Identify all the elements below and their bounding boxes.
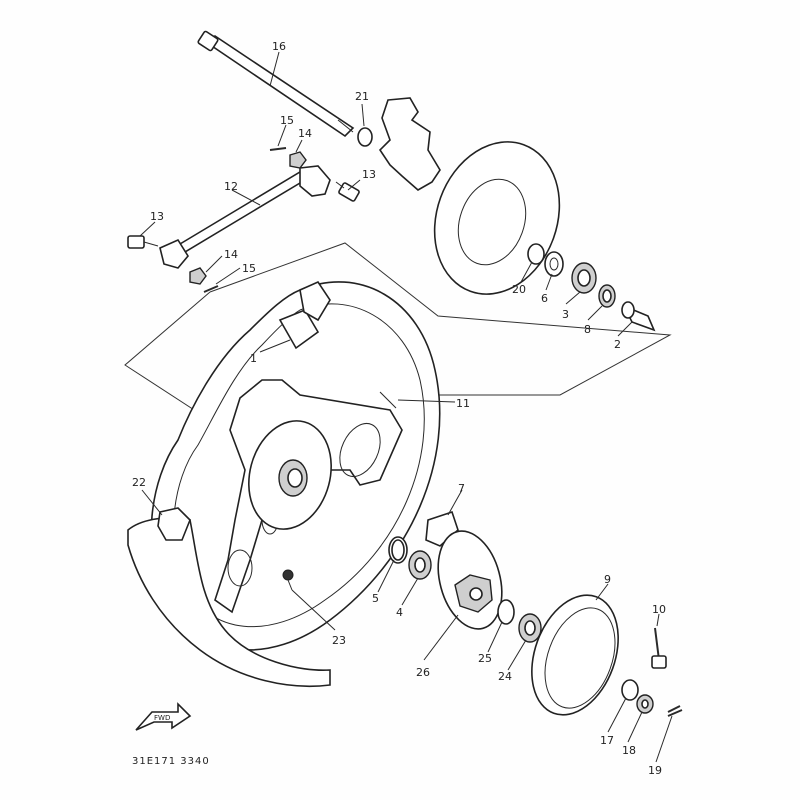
speedometer-drive-26: [437, 530, 503, 630]
part-label-15a: 15: [280, 114, 294, 127]
circlip-25: [497, 599, 515, 625]
part-label-2: 2: [614, 338, 621, 351]
part-label-9: 9: [604, 573, 611, 586]
part-label-6: 6: [541, 292, 548, 305]
brake-ring-9: [531, 594, 619, 716]
seal-6: [544, 251, 564, 277]
cotter-pin-19: [667, 705, 683, 717]
part-label-13b: 13: [150, 210, 164, 223]
part-label-20: 20: [512, 283, 526, 296]
nut-14-lower: [189, 267, 207, 285]
part-label-4: 4: [396, 606, 403, 619]
pin-15-upper: [269, 147, 287, 151]
brake-disc: [433, 141, 561, 295]
part-label-26: 26: [416, 666, 430, 679]
part-label-7: 7: [458, 482, 465, 495]
bolt-10: [651, 627, 667, 669]
part-label-19: 19: [648, 764, 662, 777]
washer-17: [621, 679, 639, 701]
part-label-3: 3: [562, 308, 569, 321]
part-label-5: 5: [372, 592, 379, 605]
part-label-22: 22: [132, 476, 146, 489]
part-label-15b: 15: [242, 262, 256, 275]
part-label-18: 18: [622, 744, 636, 757]
drawing-code: 31E171 3340: [132, 756, 210, 767]
collar-2: [621, 301, 656, 332]
part-label-14a: 14: [298, 127, 312, 140]
part-label-23: 23: [332, 634, 346, 647]
part-label-13a: 13: [362, 168, 376, 181]
tire-22: [127, 507, 331, 688]
part-label-10: 10: [652, 603, 666, 616]
part-label-8: 8: [584, 323, 591, 336]
bolt-13-left: [127, 235, 159, 249]
forward-label: FWD: [154, 714, 170, 722]
cast-wheel-1: [150, 280, 441, 651]
bolt-13-right: [335, 181, 360, 202]
axle-16: [197, 30, 355, 138]
part-label-24: 24: [498, 670, 512, 683]
valve-23: [282, 569, 294, 591]
nut-18: [636, 694, 654, 714]
part-label-12: 12: [224, 180, 238, 193]
part-label-16: 16: [272, 40, 286, 53]
leader-lines: [139, 51, 673, 763]
caliper-bracket: [378, 97, 441, 191]
forward-arrow-icon: FWD: [135, 702, 192, 731]
part-label-21: 21: [355, 90, 369, 103]
part-label-11: 11: [456, 397, 470, 410]
part-label-25: 25: [478, 652, 492, 665]
part-label-17: 17: [600, 734, 614, 747]
spacer-20: [527, 243, 545, 265]
axle-shaft-12: [159, 165, 331, 269]
explode-boundary-line: [209, 242, 672, 396]
nut-14-upper: [289, 151, 307, 169]
part-label-14b: 14: [224, 248, 238, 261]
pin-15-lower: [203, 285, 219, 293]
washer-21: [357, 127, 373, 147]
part-label-1: 1: [250, 352, 257, 365]
